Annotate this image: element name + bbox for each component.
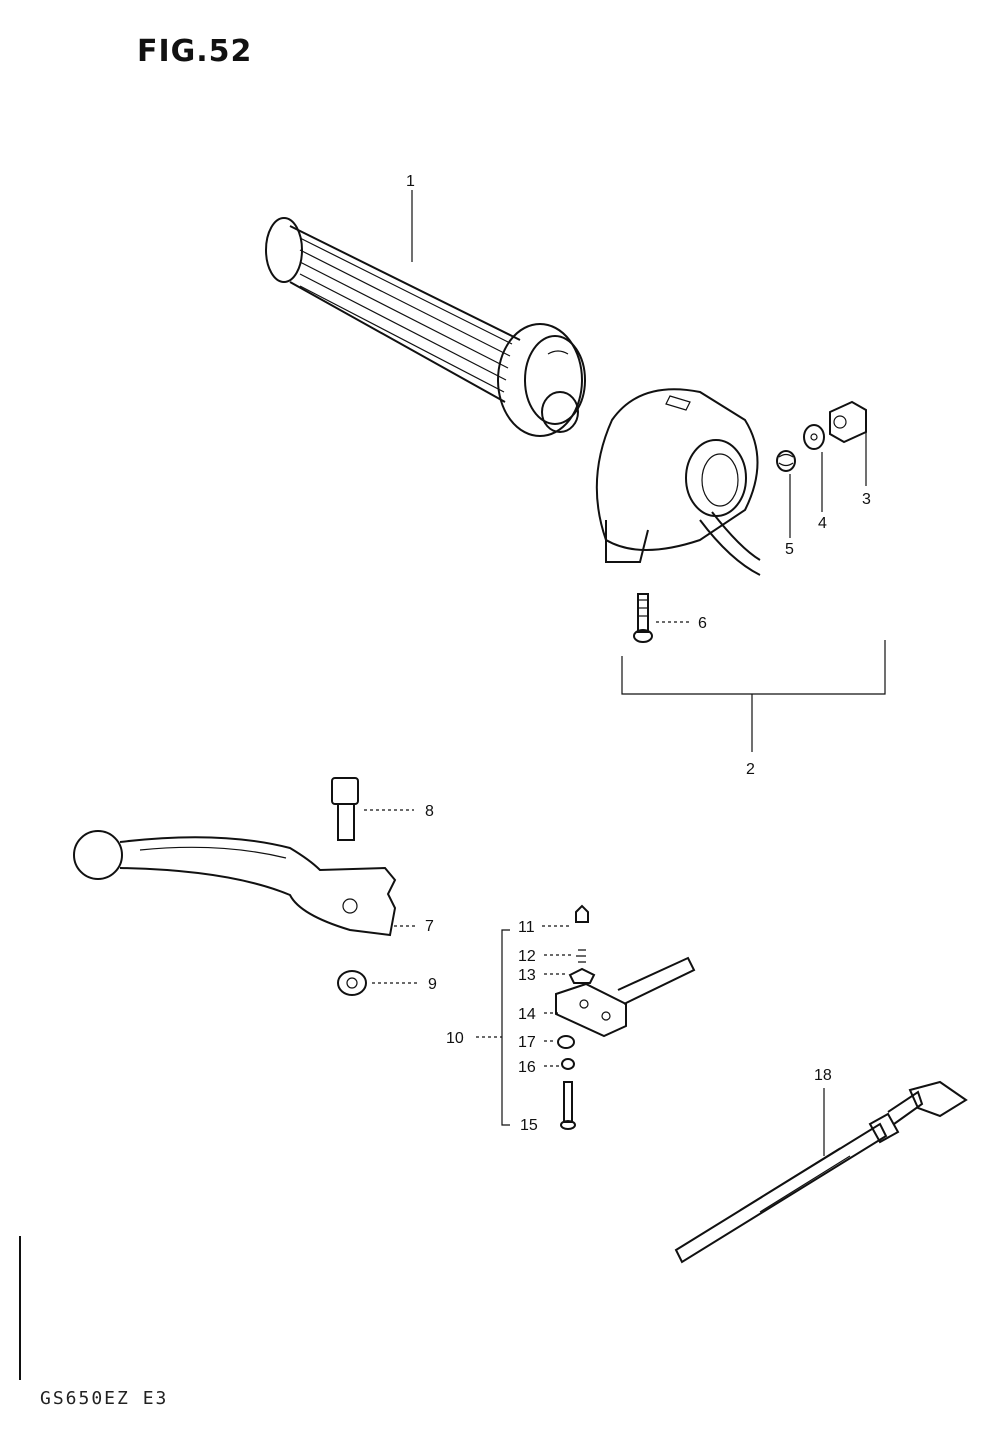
clutch-switch-assembly bbox=[555, 904, 696, 1130]
callout-11: 11 bbox=[518, 919, 535, 936]
callout-13: 13 bbox=[518, 967, 536, 984]
callout-7: 7 bbox=[425, 918, 434, 935]
callout-8: 8 bbox=[425, 803, 434, 820]
callout-5: 5 bbox=[785, 541, 794, 558]
callout-16: 16 bbox=[518, 1059, 536, 1076]
group-bracket-10 bbox=[501, 929, 510, 1126]
callout-9: 9 bbox=[428, 976, 437, 993]
assembly-bracket bbox=[621, 640, 886, 752]
throttle-housing bbox=[595, 388, 761, 576]
callout-15: 15 bbox=[520, 1117, 538, 1134]
callout-2: 2 bbox=[746, 761, 755, 778]
leader-lines bbox=[364, 190, 867, 1156]
callout-10: 10 bbox=[446, 1030, 464, 1047]
callout-18: 18 bbox=[814, 1067, 832, 1084]
model-code: GS650EZ E3 bbox=[40, 1388, 169, 1409]
bolt-8 bbox=[331, 777, 359, 841]
callout-17: 17 bbox=[518, 1034, 536, 1051]
screw-6 bbox=[633, 593, 653, 643]
throttle-grip bbox=[265, 217, 586, 437]
clutch-lever bbox=[73, 830, 397, 937]
callout-6: 6 bbox=[698, 615, 707, 632]
nut-9 bbox=[337, 970, 367, 996]
callout-3: 3 bbox=[862, 491, 871, 508]
cable-tie bbox=[674, 1080, 968, 1264]
callout-14: 14 bbox=[518, 1006, 536, 1023]
callout-1: 1 bbox=[406, 173, 415, 190]
callout-4: 4 bbox=[818, 515, 827, 532]
figure-title: FIG.52 bbox=[137, 34, 253, 69]
callouts: 1 2 3 4 5 6 7 8 9 10 11 12 13 14 15 16 1… bbox=[406, 173, 871, 1134]
callout-12: 12 bbox=[518, 948, 536, 965]
